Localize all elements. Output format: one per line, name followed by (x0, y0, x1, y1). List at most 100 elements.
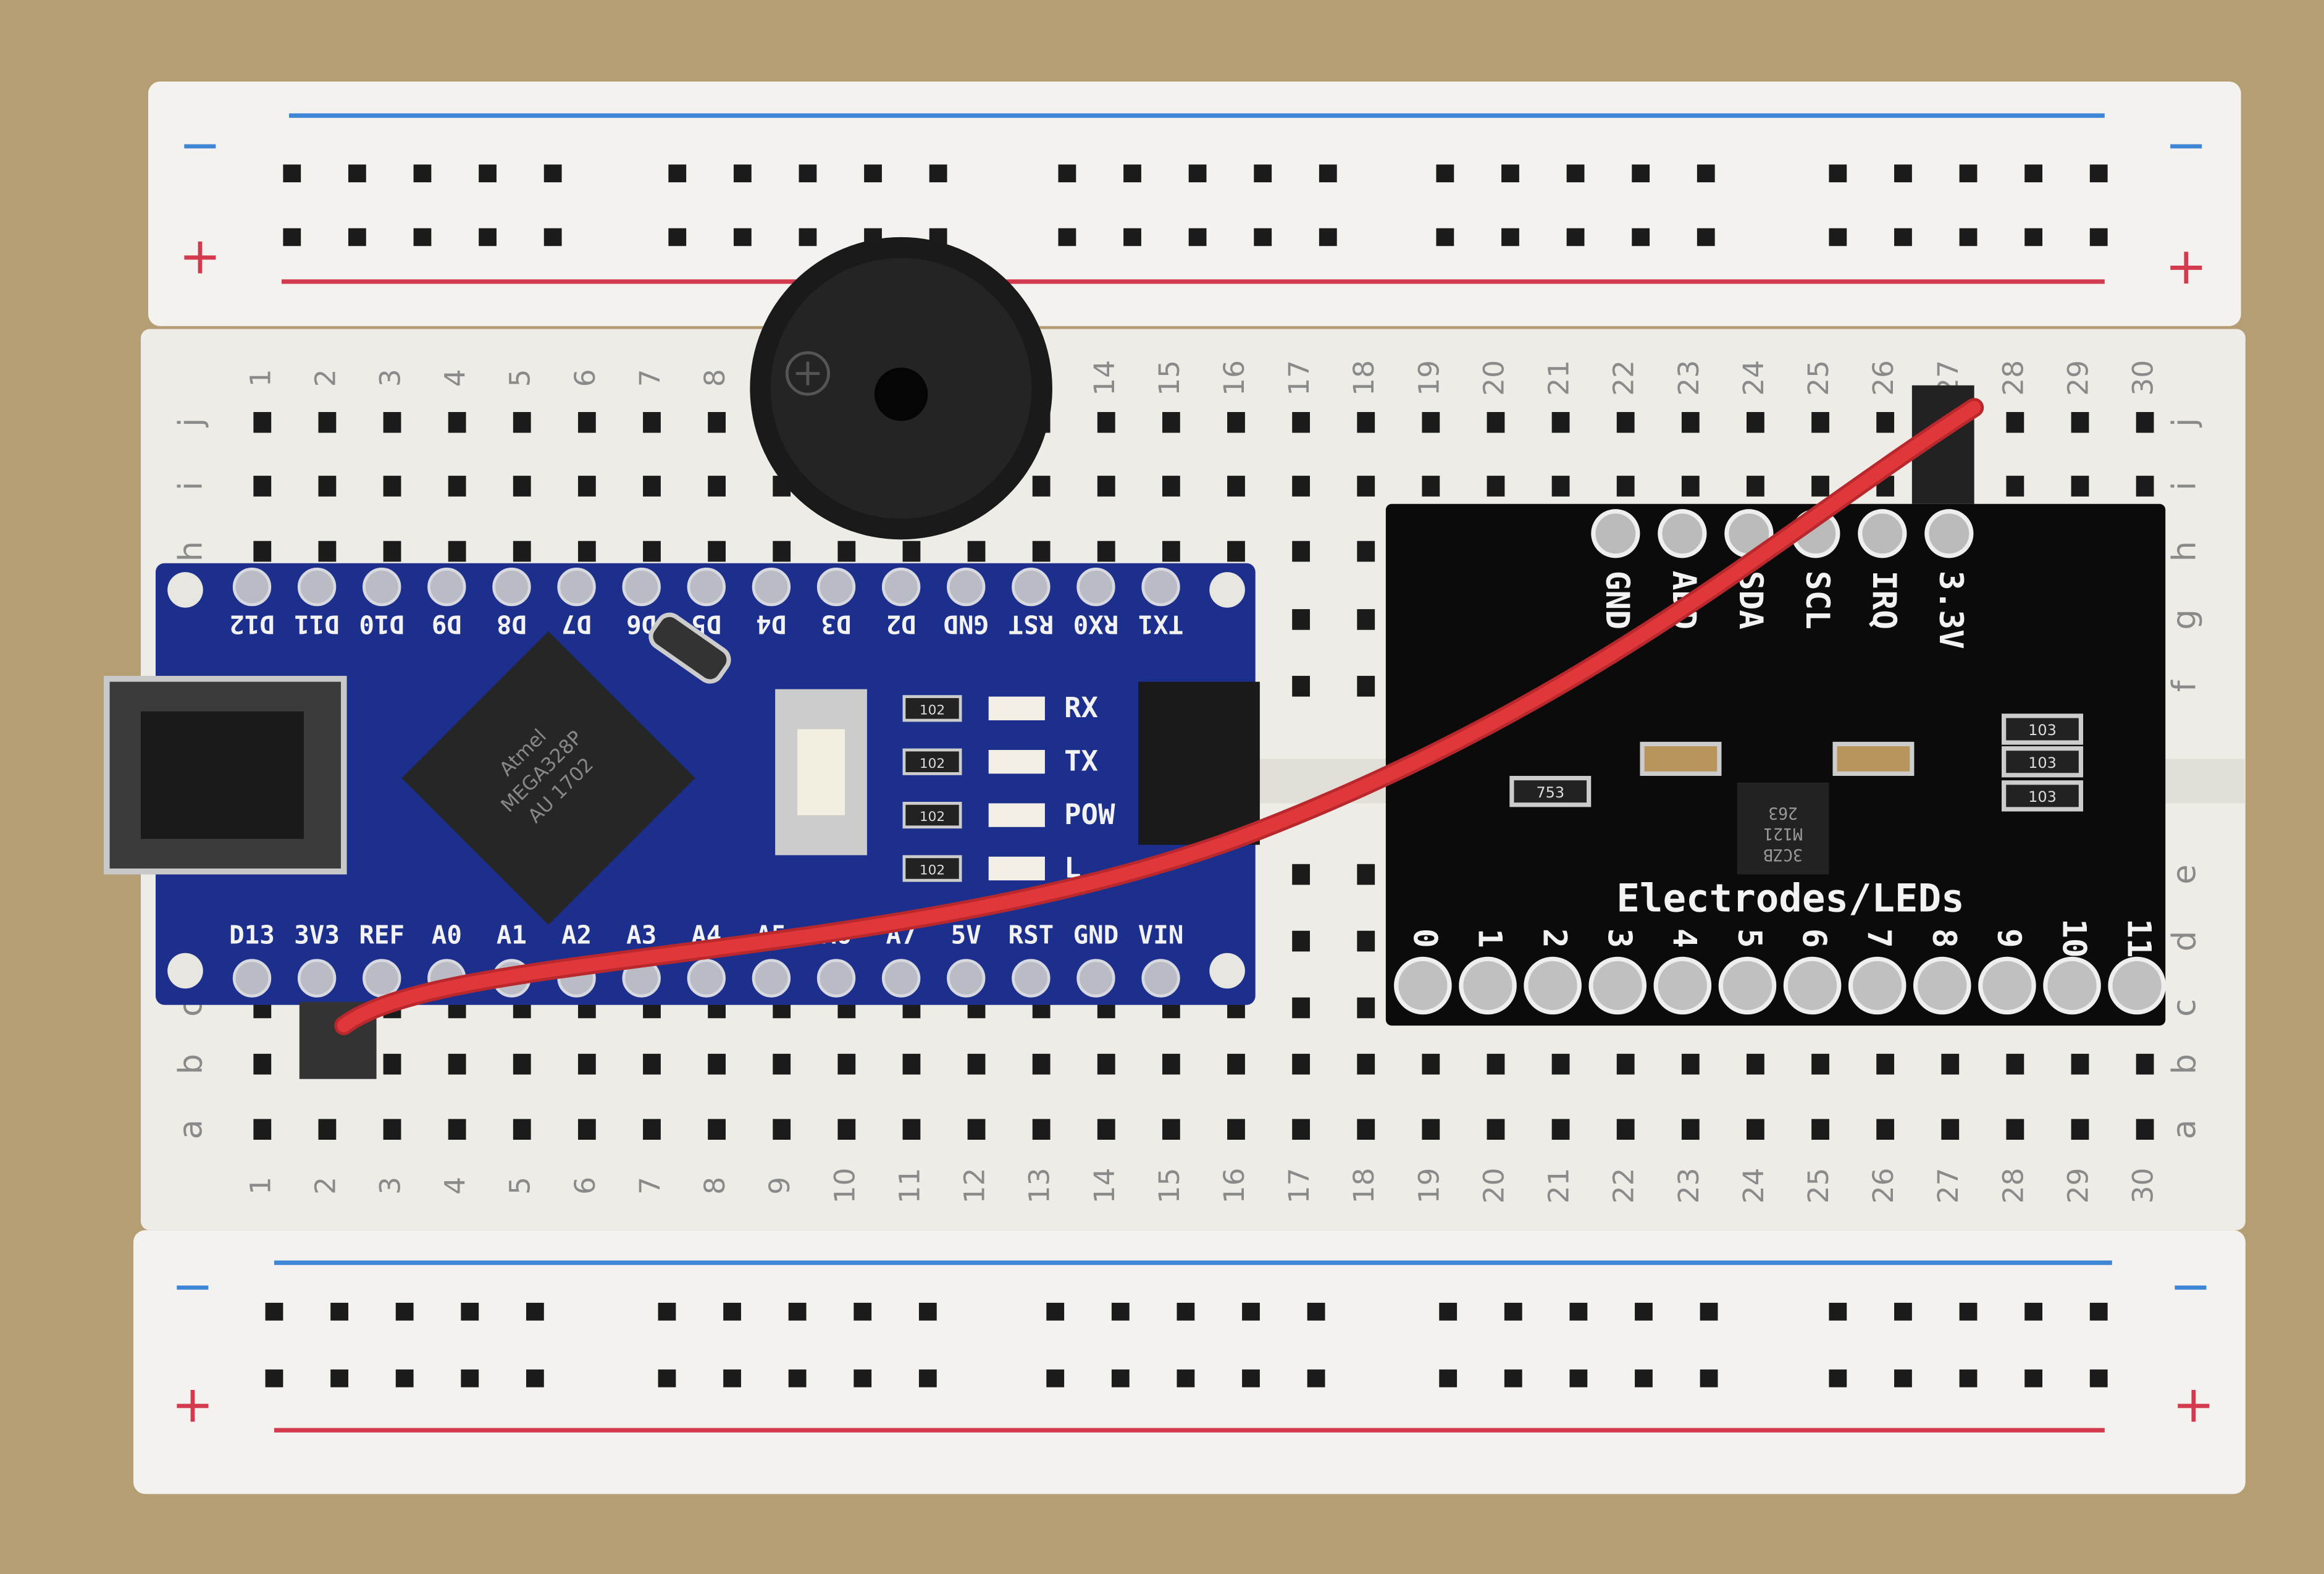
nano-pin[interactable] (881, 567, 921, 607)
terminal-hole[interactable] (1292, 1119, 1311, 1140)
rail-hole[interactable] (918, 1369, 937, 1387)
terminal-hole[interactable] (1357, 676, 1375, 697)
terminal-hole[interactable] (318, 411, 337, 433)
rail-hole[interactable] (413, 164, 432, 183)
rail-hole[interactable] (854, 1369, 872, 1387)
rail-hole[interactable] (479, 228, 497, 246)
mpr121-pin[interactable] (1658, 509, 1707, 558)
terminal-hole[interactable] (383, 541, 401, 562)
terminal-hole[interactable] (1876, 411, 1895, 433)
terminal-hole[interactable] (2136, 1119, 2154, 1140)
rail-hole[interactable] (461, 1302, 479, 1321)
rail-hole[interactable] (1188, 164, 1207, 183)
terminal-hole[interactable] (1357, 411, 1375, 433)
jumper-wire[interactable] (299, 385, 1984, 1079)
rail-hole[interactable] (929, 164, 947, 183)
terminal-hole[interactable] (1811, 1053, 1829, 1075)
terminal-hole[interactable] (2136, 476, 2154, 497)
nano-pin[interactable] (1076, 959, 1115, 998)
rail-hole[interactable] (1959, 164, 1978, 183)
rail-hole[interactable] (2089, 164, 2108, 183)
nano-pin[interactable] (1076, 567, 1115, 607)
rail-hole[interactable] (723, 1369, 741, 1387)
nano-pin[interactable] (427, 567, 466, 607)
rail-hole[interactable] (1501, 164, 1519, 183)
rail-hole[interactable] (1242, 1302, 1260, 1321)
nano-pin[interactable] (687, 567, 726, 607)
terminal-hole[interactable] (1551, 1053, 1570, 1075)
rail-hole[interactable] (1700, 1302, 1718, 1321)
terminal-hole[interactable] (2136, 1053, 2154, 1075)
terminal-hole[interactable] (253, 1119, 272, 1140)
terminal-hole[interactable] (1422, 1119, 1440, 1140)
nano-pin[interactable] (881, 959, 921, 998)
rail-hole[interactable] (658, 1369, 676, 1387)
rail-hole[interactable] (2089, 228, 2108, 246)
terminal-hole[interactable] (1616, 476, 1635, 497)
terminal-hole[interactable] (643, 1053, 661, 1075)
terminal-hole[interactable] (1616, 1053, 1635, 1075)
rail-hole[interactable] (788, 1369, 807, 1387)
rail-hole[interactable] (1569, 1369, 1588, 1387)
nano-pin[interactable] (297, 567, 337, 607)
terminal-hole[interactable] (1357, 864, 1375, 885)
nano-pin[interactable] (947, 959, 986, 998)
rail-hole[interactable] (1046, 1302, 1065, 1321)
terminal-hole[interactable] (708, 1053, 726, 1075)
terminal-hole[interactable] (773, 541, 791, 562)
terminal-hole[interactable] (1357, 930, 1375, 952)
terminal-hole[interactable] (1422, 476, 1440, 497)
rail-hole[interactable] (1829, 228, 1847, 246)
terminal-hole[interactable] (513, 541, 531, 562)
rail-hole[interactable] (543, 228, 562, 246)
terminal-hole[interactable] (2071, 476, 2089, 497)
electrode-pin[interactable] (1783, 956, 1842, 1015)
electrode-pin[interactable] (1978, 956, 2036, 1015)
terminal-hole[interactable] (1357, 476, 1375, 497)
terminal-hole[interactable] (1422, 1053, 1440, 1075)
rail-hole[interactable] (1894, 1369, 1912, 1387)
rail-hole[interactable] (1569, 1302, 1588, 1321)
rail-hole[interactable] (479, 164, 497, 183)
terminal-hole[interactable] (1681, 1119, 1700, 1140)
rail-hole[interactable] (1959, 228, 1978, 246)
rail-hole[interactable] (1700, 1369, 1718, 1387)
terminal-hole[interactable] (1487, 1119, 1505, 1140)
rail-hole[interactable] (395, 1302, 414, 1321)
terminal-hole[interactable] (1032, 541, 1051, 562)
terminal-hole[interactable] (383, 1053, 401, 1075)
terminal-hole[interactable] (383, 1119, 401, 1140)
terminal-hole[interactable] (577, 411, 596, 433)
terminal-hole[interactable] (2071, 411, 2089, 433)
terminal-hole[interactable] (837, 541, 856, 562)
nano-pin[interactable] (816, 567, 856, 607)
electrode-pin[interactable] (2043, 956, 2101, 1015)
terminal-hole[interactable] (708, 1119, 726, 1140)
rail-hole[interactable] (1566, 164, 1585, 183)
rail-hole[interactable] (1504, 1369, 1522, 1387)
rail-hole[interactable] (1307, 1369, 1325, 1387)
terminal-hole[interactable] (1292, 541, 1311, 562)
terminal-hole[interactable] (1487, 1053, 1505, 1075)
terminal-hole[interactable] (2136, 411, 2154, 433)
terminal-hole[interactable] (1227, 1119, 1245, 1140)
terminal-hole[interactable] (773, 1053, 791, 1075)
nano-pin[interactable] (232, 567, 272, 607)
rail-hole[interactable] (1632, 228, 1650, 246)
terminal-hole[interactable] (1097, 541, 1115, 562)
terminal-hole[interactable] (1357, 609, 1375, 630)
terminal-hole[interactable] (318, 541, 337, 562)
rail-hole[interactable] (2024, 164, 2043, 183)
rail-hole[interactable] (2024, 1302, 2043, 1321)
terminal-hole[interactable] (513, 1119, 531, 1140)
rail-hole[interactable] (265, 1369, 283, 1387)
mpr121-pin[interactable] (1858, 509, 1907, 558)
electrode-pin[interactable] (1524, 956, 1582, 1015)
terminal-hole[interactable] (2071, 1119, 2089, 1140)
terminal-hole[interactable] (643, 541, 661, 562)
rail-hole[interactable] (1894, 228, 1912, 246)
terminal-hole[interactable] (1681, 411, 1700, 433)
rail-hole[interactable] (543, 164, 562, 183)
terminal-hole[interactable] (1097, 476, 1115, 497)
rail-hole[interactable] (733, 228, 752, 246)
